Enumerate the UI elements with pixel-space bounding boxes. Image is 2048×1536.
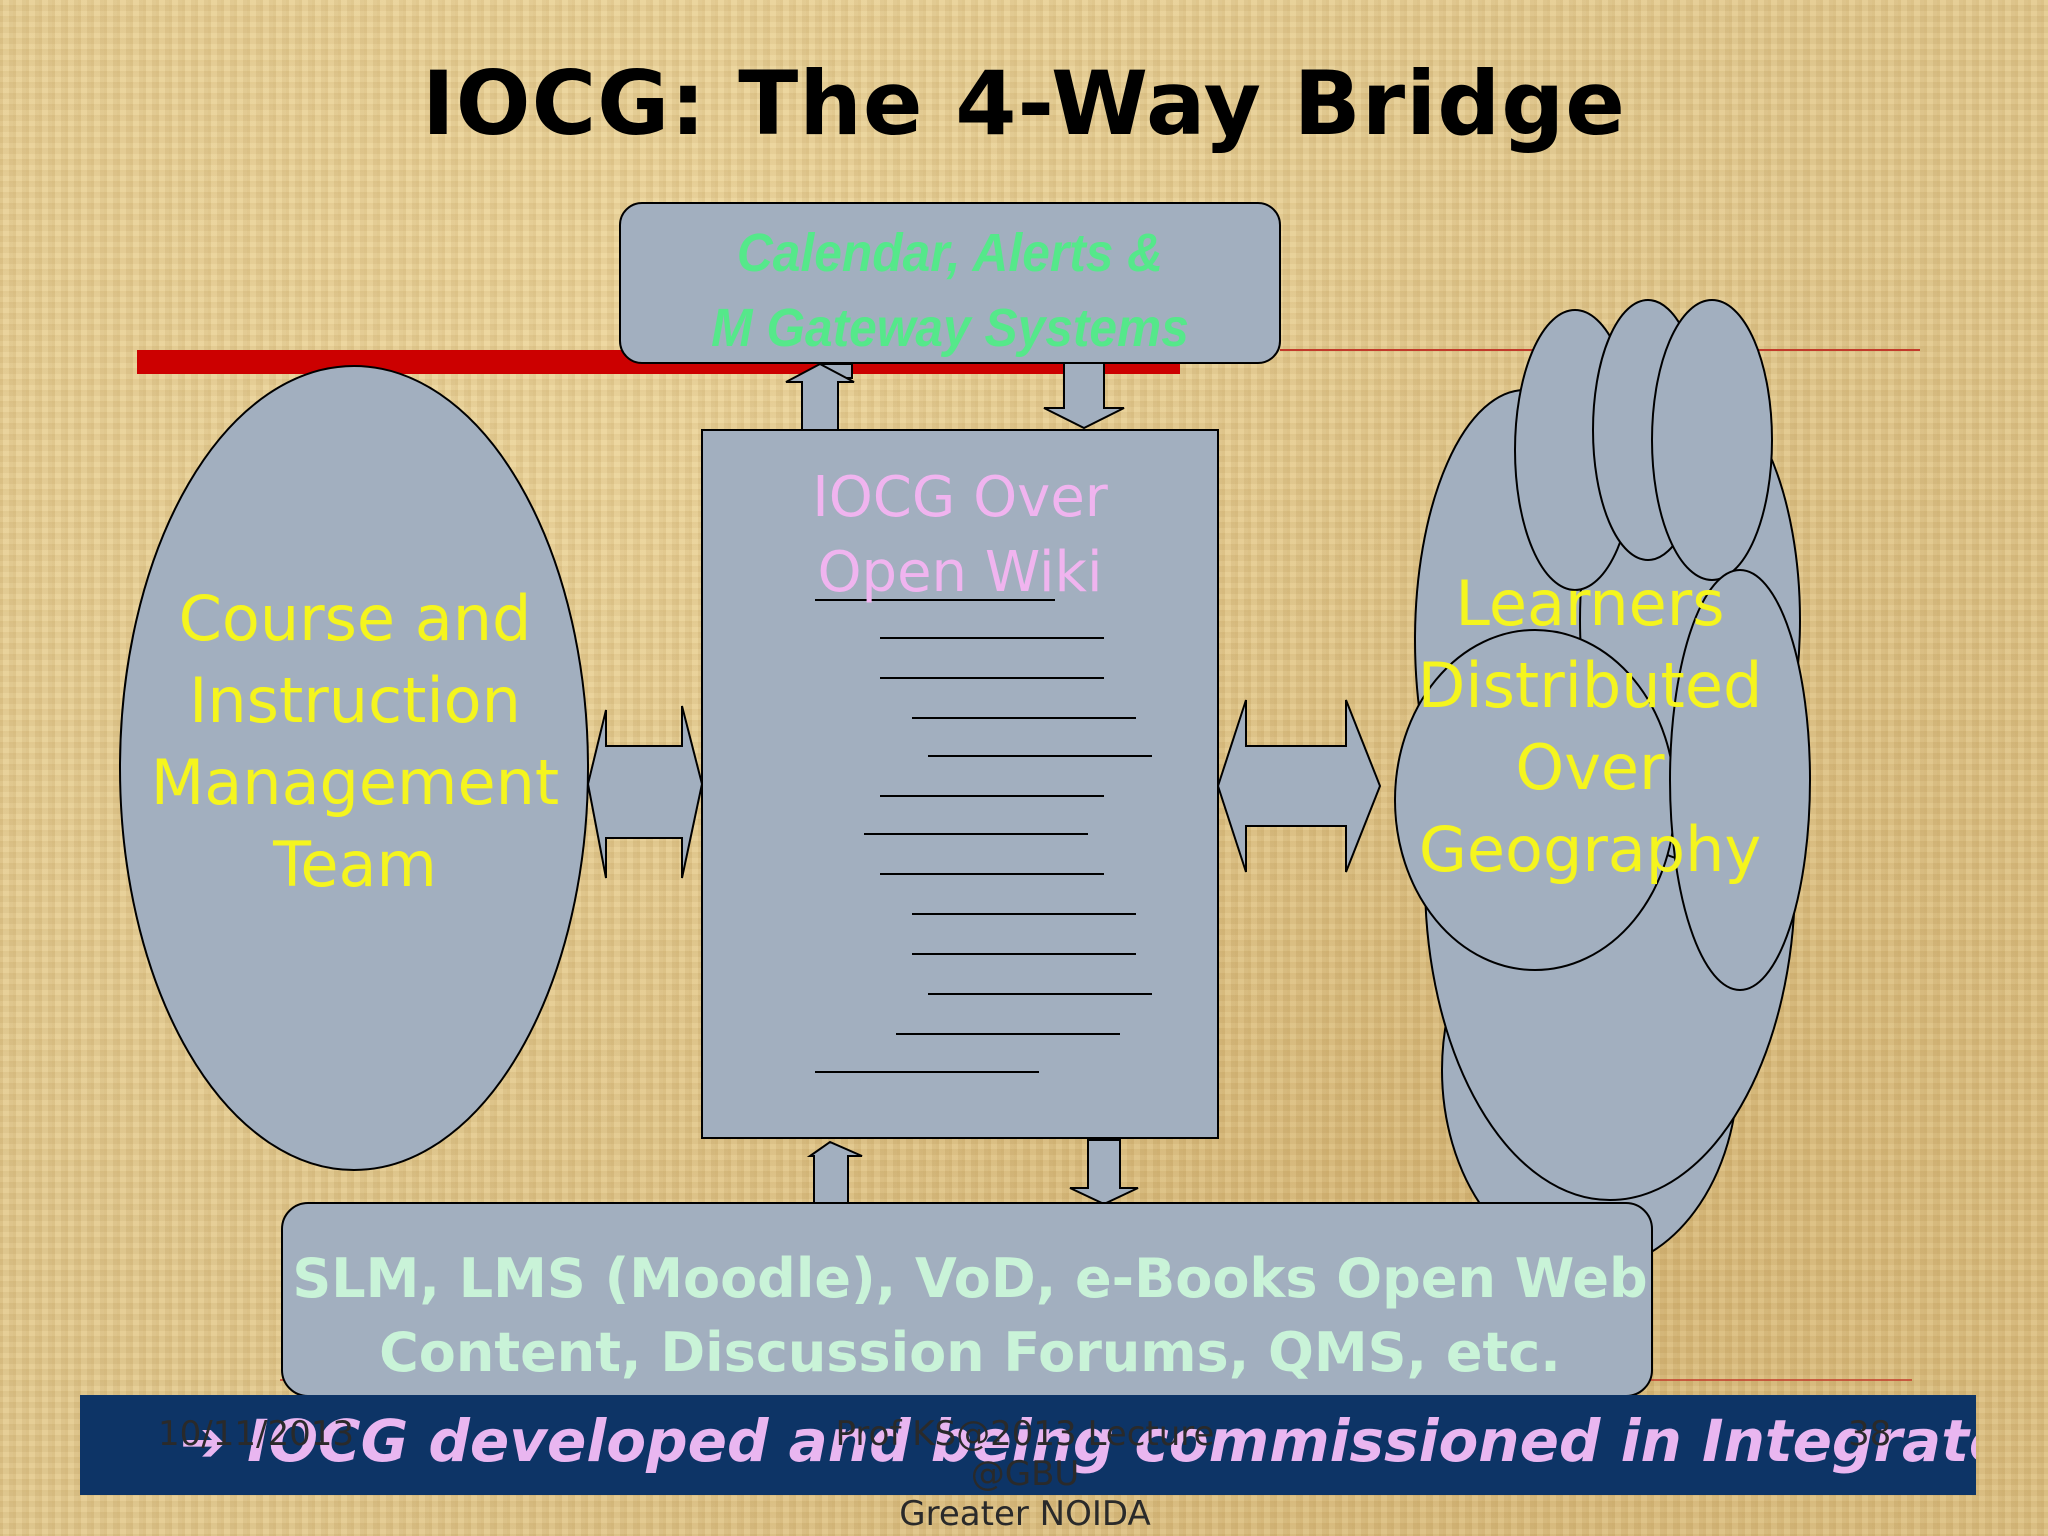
center-box-line-1: IOCG Over: [812, 465, 1108, 530]
up-arrow-bottom: [806, 1140, 863, 1209]
right-cloud-line-4: Geography: [1418, 813, 1762, 886]
right-arrow-icon: ➔: [180, 1410, 227, 1475]
right-cloud-line-1: Learners: [1455, 567, 1725, 640]
right-cloud-line-2: Distributed: [1417, 649, 1763, 722]
top-gateway-box: [619, 202, 1281, 364]
bottom-box-line-2: Content, Discussion Forums, QMS, etc.: [379, 1321, 1561, 1384]
right-cloud-line-3: Over: [1515, 731, 1665, 804]
footer-credit-line-1: Prof KS@2013 Lecture @GBU: [835, 1414, 1215, 1494]
banner-message: IOCG developed and being commissioned in…: [247, 1407, 1976, 1475]
bottom-box-label: SLM, LMS (Moodle), VoD, e-Books Open Web…: [290, 1242, 1650, 1390]
document-text-lines: [815, 599, 1152, 1073]
left-ellipse-label: Course and Instruction Management Team: [120, 578, 590, 906]
left-ellipse-line-4: Team: [273, 828, 437, 901]
center-box-label: IOCG Over Open Wiki: [700, 460, 1220, 610]
left-ellipse-line-3: Management: [150, 746, 560, 819]
slide-title: IOCG: The 4-Way Bridge: [422, 52, 1626, 155]
left-ellipse-line-2: Instruction: [189, 664, 521, 737]
down-arrow-bottom: [1069, 1139, 1139, 1206]
footer-credit: Prof KS@2013 Lecture @GBU Greater NOIDA: [830, 1414, 1220, 1534]
left-double-arrow: [586, 705, 704, 879]
top-box-line-1: Calendar, Alerts &: [736, 223, 1164, 283]
right-double-arrow: [1216, 699, 1382, 873]
right-cloud-label: Learners Distributed Over Geography: [1390, 563, 1790, 891]
top-box-label: Calendar, Alerts & M Gateway Systems: [646, 216, 1253, 366]
left-ellipse-line-1: Course and: [178, 582, 532, 655]
center-box-line-2: Open Wiki: [817, 540, 1103, 605]
top-box-line-2: M Gateway Systems: [711, 298, 1189, 358]
footer-date: 10/11/2013: [158, 1414, 354, 1454]
wiki-document-box: [701, 429, 1219, 1139]
footer-credit-line-2: Greater NOIDA: [899, 1494, 1151, 1534]
banner-text: ➔ IOCG developed and being commissioned …: [180, 1407, 1976, 1475]
bottom-banner: ➔ IOCG developed and being commissioned …: [80, 1395, 1976, 1495]
management-ellipse: [119, 365, 589, 1171]
down-arrow-top: [1043, 361, 1125, 430]
learners-cloud-shape: [1394, 299, 1811, 1271]
footer-page-number: 38: [1848, 1414, 1892, 1454]
up-arrow-top-body: [785, 362, 855, 431]
bottom-box-line-1: SLM, LMS (Moodle), VoD, e-Books Open Web: [292, 1247, 1648, 1310]
